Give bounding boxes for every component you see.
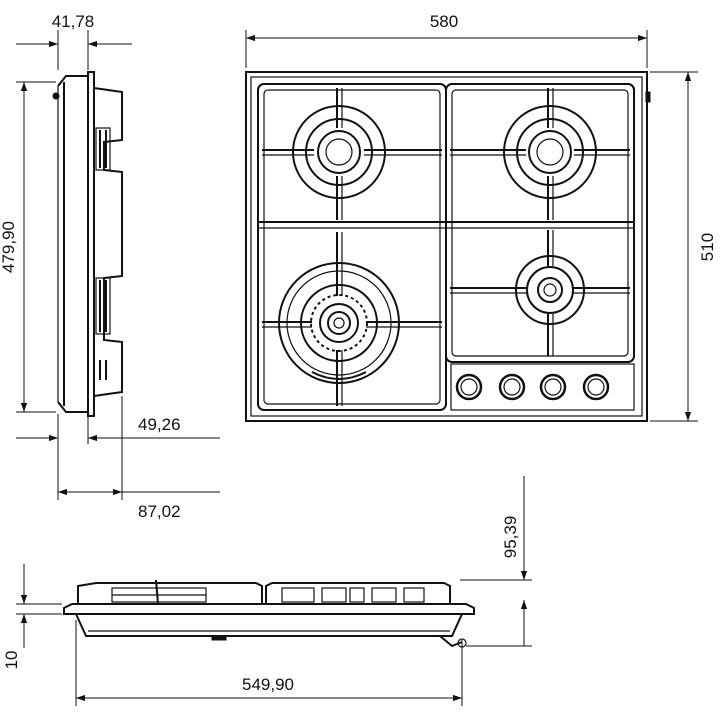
- dim-width-top: 580: [430, 12, 458, 31]
- burner-front-left: [262, 232, 442, 406]
- knob-3-inner: [544, 378, 562, 396]
- right-pan-support: [445, 83, 635, 363]
- side-view: 41,78 479,90 49,26 87,02: [0, 12, 220, 521]
- knob-4-inner: [587, 378, 605, 396]
- front-top-plate: [63, 603, 475, 615]
- dim-front-width: 549,90: [242, 675, 294, 694]
- burner-rear-right: [450, 88, 630, 220]
- hob-outer-plate: [245, 71, 648, 422]
- left-pan-support: [257, 83, 447, 411]
- dim-front-thickness: 10: [2, 651, 21, 670]
- front-view: 95,39 10 549,90: [2, 476, 532, 706]
- knob-1-inner: [460, 378, 478, 396]
- knob-2-inner: [503, 378, 521, 396]
- dim-depth-right: 510: [698, 233, 717, 261]
- dim-front-height: 95,39: [501, 516, 520, 559]
- dim-side-top-width: 41,78: [52, 12, 95, 31]
- burner-front-right: [450, 230, 630, 356]
- dim-side-bottom-width: 87,02: [138, 502, 181, 521]
- top-view: 580 510: [245, 12, 717, 422]
- hob-side-lug: [645, 91, 651, 103]
- control-panel: [450, 363, 635, 411]
- dim-side-mid-width: 49,26: [138, 415, 181, 434]
- burner-rear-left: [262, 88, 442, 220]
- dim-side-height: 479,90: [0, 221, 18, 273]
- hob-inner-edge: [250, 76, 643, 417]
